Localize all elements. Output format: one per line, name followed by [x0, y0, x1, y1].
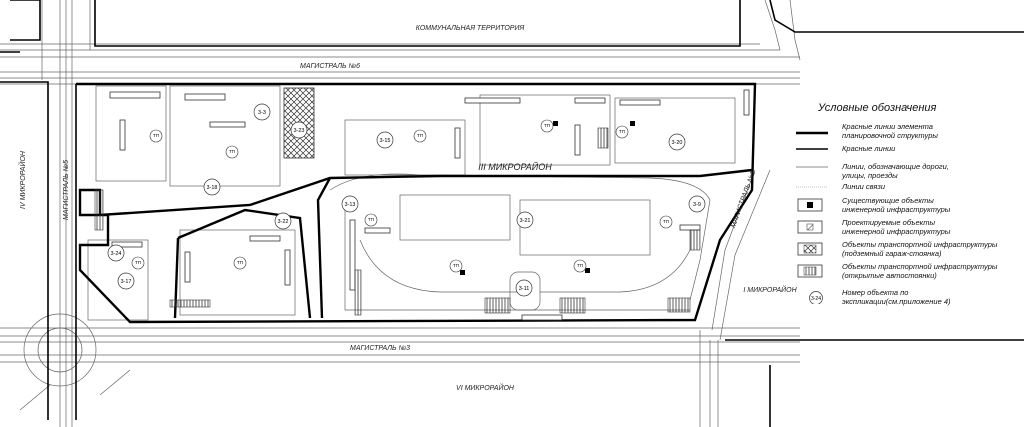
- legend-text: Проектируемые объекты инженерной инфраст…: [842, 218, 951, 236]
- legend-text: Линии связи: [842, 182, 886, 191]
- label-main3: МАГИСТРАЛЬ №3: [350, 345, 410, 352]
- legend-text: Красные линии: [842, 144, 896, 153]
- label-district4: IV МИКРОРАЙОН: [18, 150, 27, 209]
- legend-title: Условные обозначения: [818, 102, 937, 114]
- legend-text: Объекты транспортной инфраструктуры (отк…: [842, 262, 998, 280]
- thick-line-symbol: [796, 131, 828, 135]
- legend-item-red-lines-element: Красные линии элемента планировочной стр…: [792, 122, 1024, 152]
- substation-label: ТП: [577, 263, 583, 268]
- object-label: 3-23: [293, 128, 304, 134]
- object-label: 3-17: [120, 279, 131, 285]
- object-label: 3-15: [379, 138, 390, 144]
- existing-symbol: [797, 198, 823, 212]
- medium-line-symbol: [796, 148, 828, 150]
- substation-label: ТП: [663, 219, 669, 224]
- label-main2: МАГИСТРАЛЬ №2: [730, 170, 757, 229]
- svg-text:3-24: 3-24: [811, 296, 821, 302]
- legend: Условные обозначения Красные линии элеме…: [792, 98, 1024, 328]
- substation-label: ТП: [229, 149, 235, 154]
- legend-text: Объекты транспортной инфраструктуры (под…: [842, 240, 998, 258]
- substation-label: ТП: [135, 260, 141, 265]
- substation-label: ТП: [153, 133, 159, 138]
- legend-item-projected: Проектируемые объекты инженерной инфраст…: [792, 218, 1024, 248]
- label-district6: VI МИКРОРАЙОН: [456, 383, 515, 392]
- dotted-line-symbol: [796, 186, 828, 188]
- object-label: 3-3: [258, 110, 266, 116]
- object-labels: 3-3 3-15 3-20 3-18 3-22 3-13 3-21 3-9 3-…: [110, 110, 700, 292]
- legend-item-existing: Существующие объекты инженерной инфрастр…: [792, 196, 1024, 226]
- substation-label: ТП: [368, 217, 374, 222]
- label-communal-territory: КОММУНАЛЬНАЯ ТЕРРИТОРИЯ: [416, 25, 525, 32]
- thin-line-symbol: [796, 166, 828, 168]
- legend-text: Номер объекта по экспликации(см.приложен…: [842, 288, 951, 306]
- legend-item-roads: Линии, обозначающие дороги, улицы, проез…: [792, 160, 1024, 190]
- object-label: 3-9: [693, 202, 701, 208]
- object-label: 3-22: [277, 219, 288, 225]
- object-number-symbol: 3-24: [809, 291, 823, 304]
- legend-text: Линии, обозначающие дороги, улицы, проез…: [842, 162, 949, 180]
- substation-label: ТП: [619, 129, 625, 134]
- substation-markers: [131, 119, 673, 273]
- object-markers: [107, 103, 706, 297]
- legend-text: Существующие объекты инженерной инфрастр…: [842, 196, 951, 214]
- projected-symbol: [797, 220, 823, 234]
- existing-infrastructure: [460, 121, 635, 275]
- garage-symbol: [797, 242, 823, 256]
- object-label: 3-13: [344, 202, 355, 208]
- open-parking: [94, 127, 701, 316]
- legend-item-parking: Объекты транспортной инфраструктуры (отк…: [792, 262, 1024, 292]
- substation-label: ТП: [417, 133, 423, 138]
- label-main5: МАГИСТРАЛЬ №5: [63, 160, 70, 220]
- substation-label: ТП: [237, 260, 243, 265]
- substation-label: ТП: [544, 123, 550, 128]
- parking-symbol: [797, 264, 823, 278]
- substation-label: ТП: [453, 263, 459, 268]
- buildings: [109, 89, 750, 321]
- legend-item-communication: Линии связи: [792, 182, 1024, 212]
- legend-item-red-lines: Красные линии: [792, 142, 1024, 172]
- legend-text: Красные линии элемента планировочной стр…: [842, 122, 938, 140]
- label-main6: МАГИСТРАЛЬ №6: [300, 63, 360, 70]
- legend-item-garage: Объекты транспортной инфраструктуры (под…: [792, 240, 1024, 270]
- object-label: 3-21: [519, 218, 530, 224]
- legend-item-object-number: 3-24 Номер объекта по экспликации(см.при…: [792, 288, 1024, 318]
- label-district1: I МИКРОРАЙОН: [743, 285, 797, 294]
- object-label: 3-18: [206, 185, 217, 191]
- object-label: 3-11: [519, 286, 530, 292]
- object-label: 3-24: [110, 251, 121, 257]
- substation-labels: ТП ТП ТП ТП ТП ТП ТП ТП ТП ТП ТП: [135, 123, 669, 268]
- object-label: 3-20: [671, 140, 682, 146]
- label-district3: III МИКРОРАЙОН: [478, 161, 552, 172]
